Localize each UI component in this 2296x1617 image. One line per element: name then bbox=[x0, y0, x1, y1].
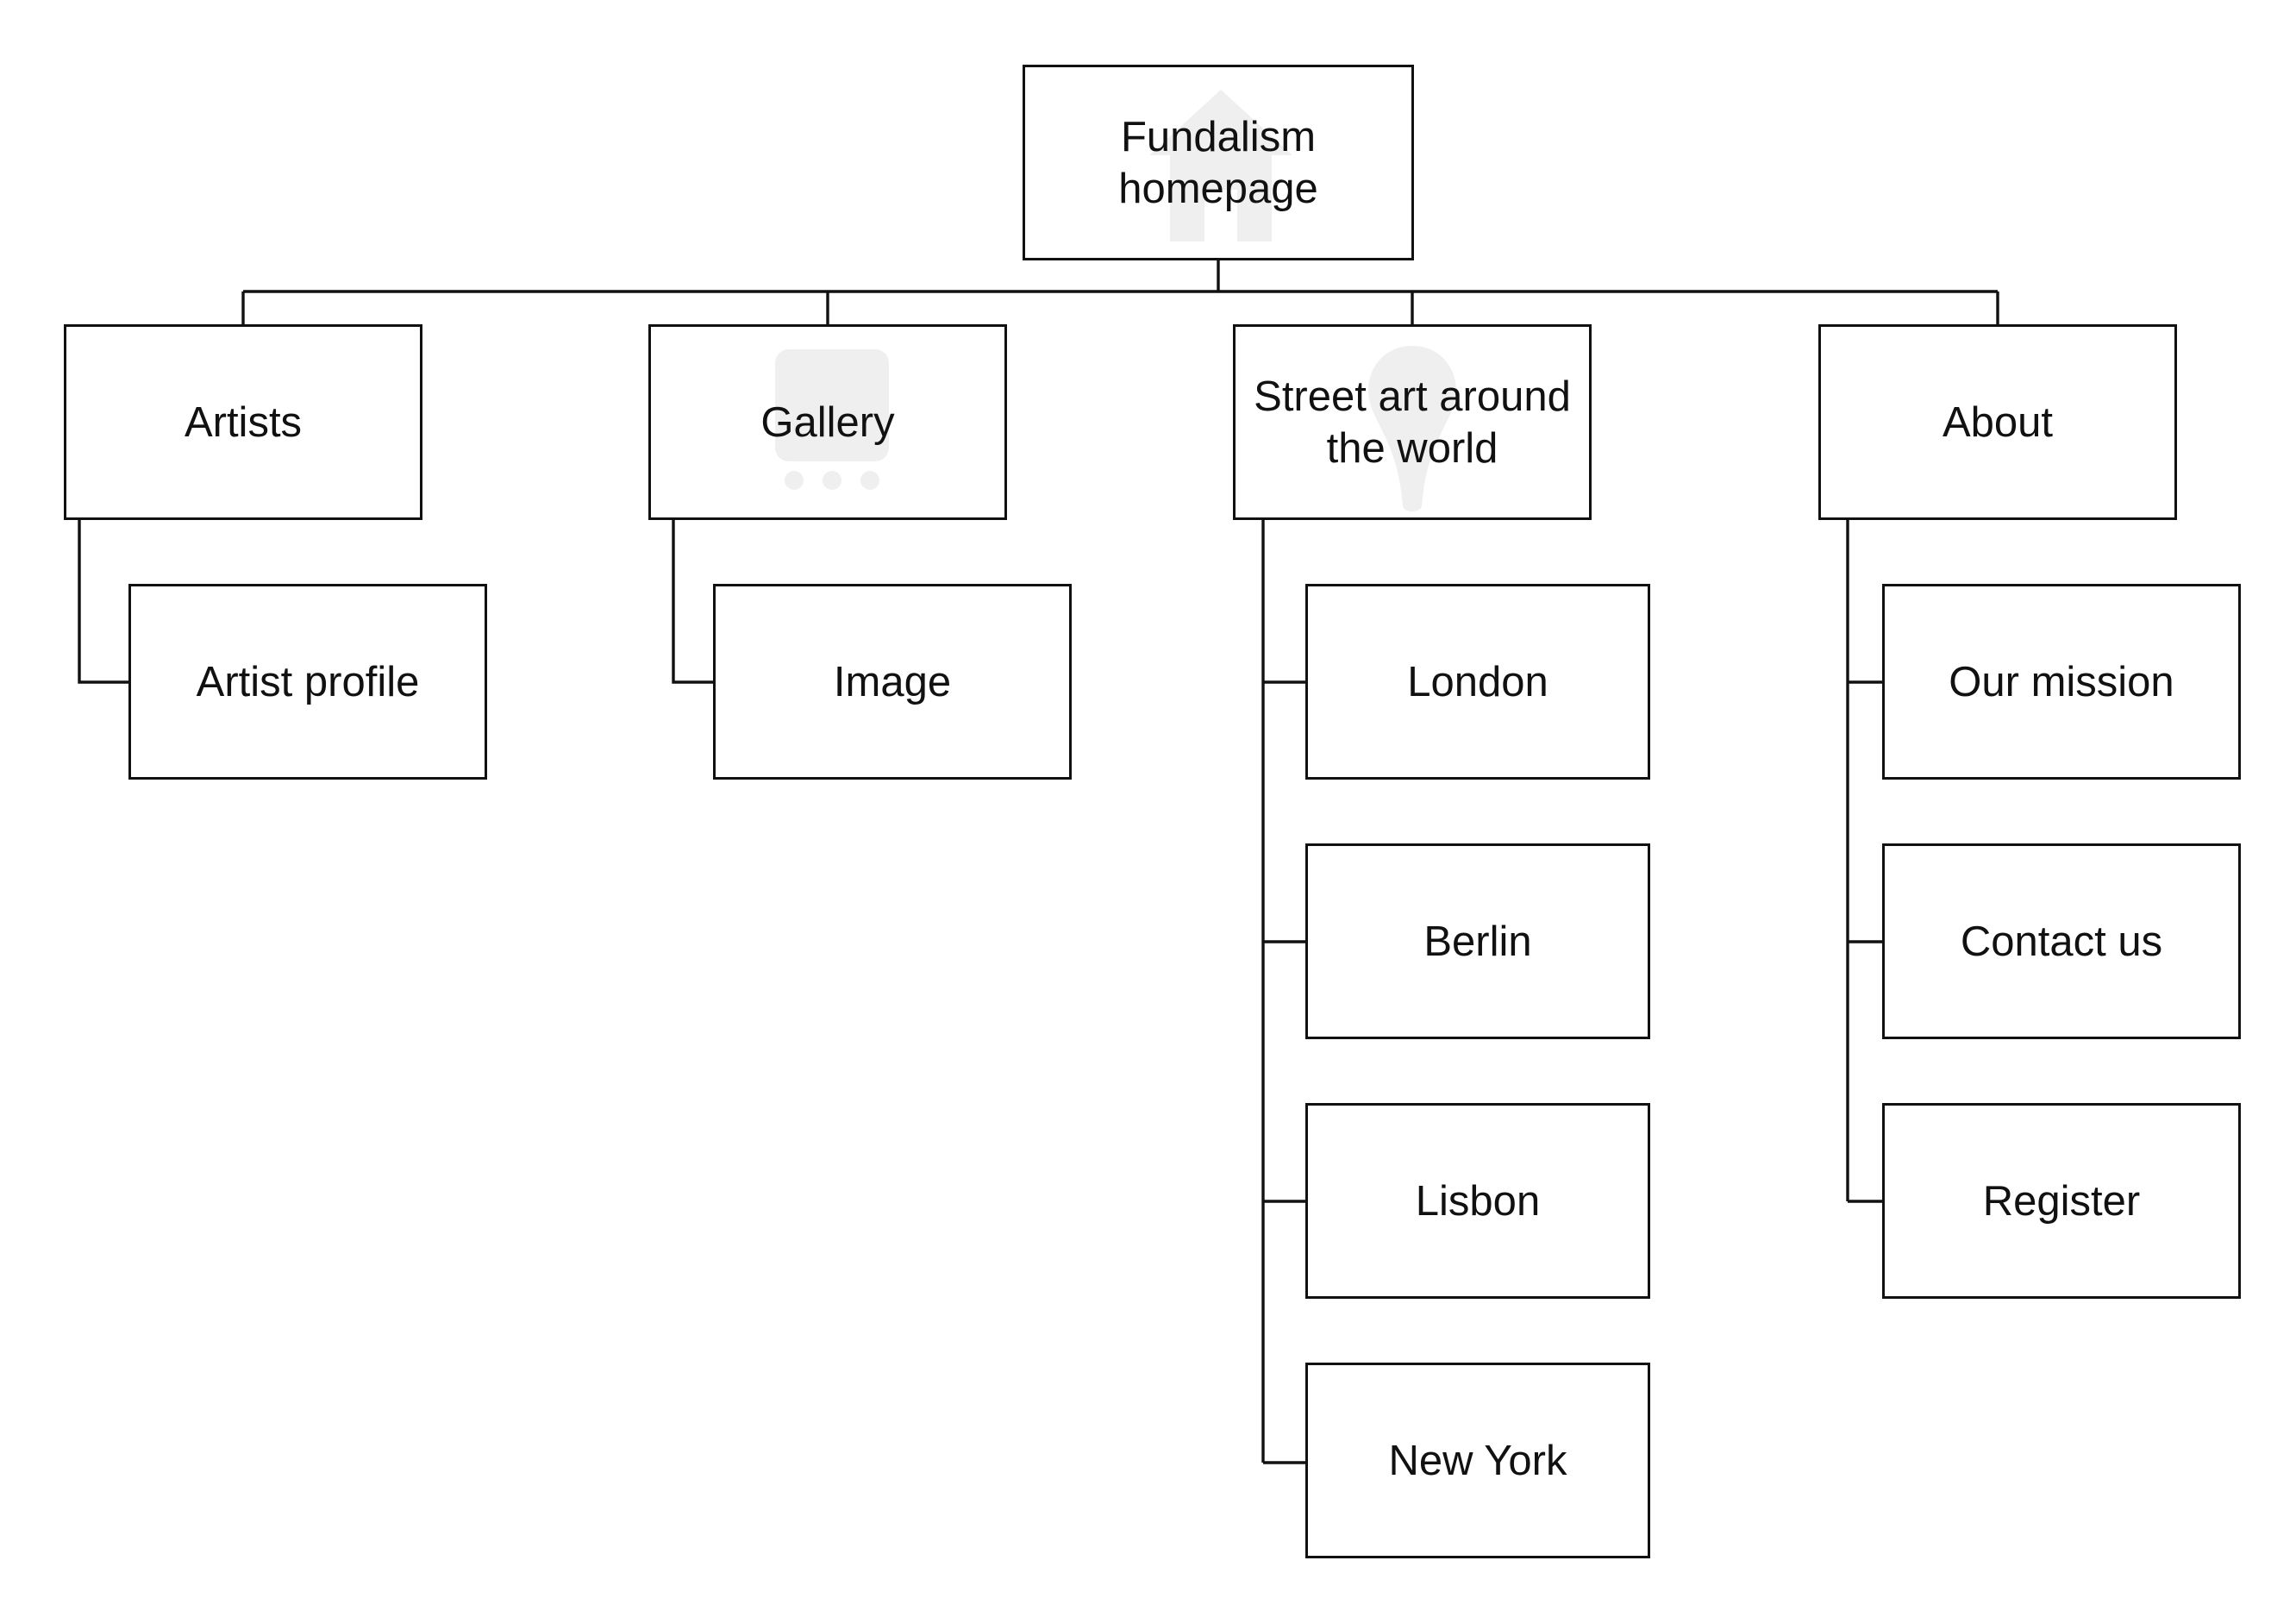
about-label: About bbox=[1942, 398, 2054, 446]
artists-label: Artists bbox=[184, 398, 303, 446]
homepage-label: Fundalism homepage bbox=[1118, 113, 1318, 212]
image-node[interactable]: Image bbox=[713, 584, 1072, 780]
artist-profile-label: Artist profile bbox=[196, 658, 420, 705]
berlin-node[interactable]: Berlin bbox=[1305, 843, 1650, 1039]
london-label: London bbox=[1407, 658, 1548, 705]
connector-artists-artist-profile bbox=[78, 517, 131, 684]
lisbon-node[interactable]: Lisbon bbox=[1305, 1103, 1650, 1299]
london-node[interactable]: London bbox=[1305, 584, 1650, 780]
register-node[interactable]: Register bbox=[1882, 1103, 2241, 1299]
artist-profile-node[interactable]: Artist profile bbox=[128, 584, 487, 780]
our-mission-label: Our mission bbox=[1949, 658, 2174, 705]
gallery-label: Gallery bbox=[760, 398, 895, 446]
berlin-label: Berlin bbox=[1423, 918, 1532, 965]
gallery-node[interactable]: Gallery bbox=[648, 324, 1007, 520]
street-art-node[interactable]: Street art around the world bbox=[1233, 324, 1592, 520]
about-node[interactable]: About bbox=[1818, 324, 2177, 520]
image-label: Image bbox=[833, 658, 952, 705]
new-york-node[interactable]: New York bbox=[1305, 1363, 1650, 1558]
homepage-node[interactable]: Fundalism homepage bbox=[1023, 65, 1414, 260]
register-label: Register bbox=[1982, 1177, 2141, 1225]
lisbon-label: Lisbon bbox=[1415, 1177, 1541, 1225]
contact-us-node[interactable]: Contact us bbox=[1882, 843, 2241, 1039]
new-york-label: New York bbox=[1388, 1437, 1567, 1484]
contact-us-label: Contact us bbox=[1960, 918, 2163, 965]
artists-node[interactable]: Artists bbox=[64, 324, 422, 520]
our-mission-node[interactable]: Our mission bbox=[1882, 584, 2241, 780]
connector-gallery-image bbox=[672, 517, 716, 684]
street-art-label: Street art around the world bbox=[1254, 373, 1571, 472]
